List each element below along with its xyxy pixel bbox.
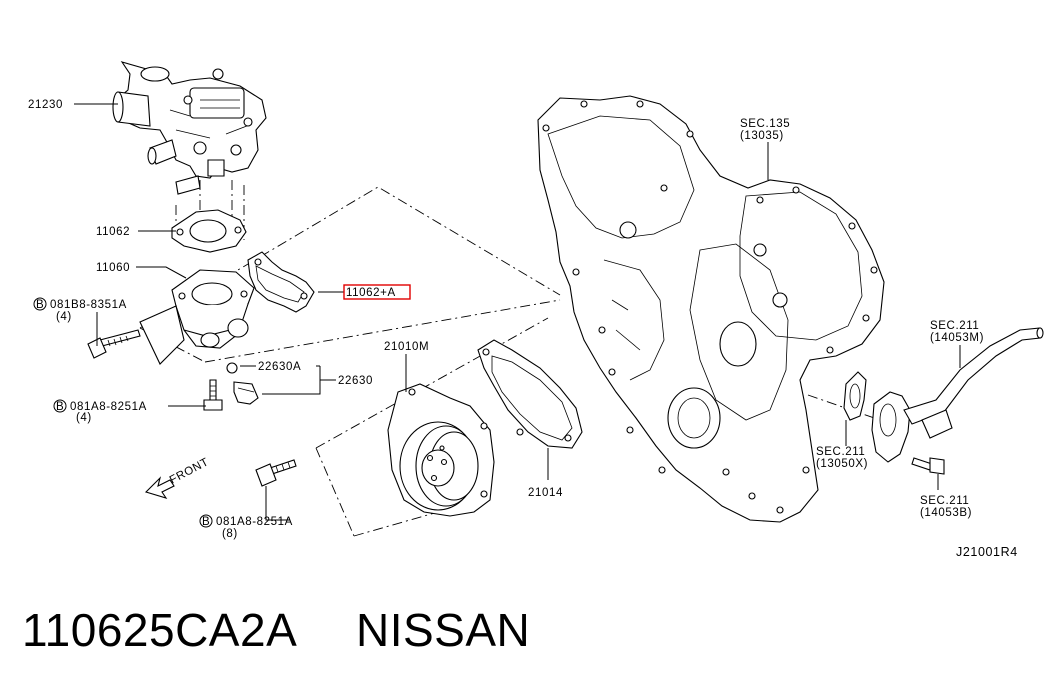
water-pump-21010m: [387, 383, 495, 517]
label-sec135-ref: (13035): [740, 130, 784, 142]
label-11062-a: 11062+A: [346, 287, 396, 299]
label-sec211-pipe: SEC.211: [930, 320, 979, 332]
label-sec211-bolt-ref: (14053B): [920, 507, 972, 519]
label-bolt-081b8-8351a: 081B8-8351A: [50, 299, 127, 311]
leader-lines: [74, 103, 961, 521]
bolt-circle-1: B: [36, 299, 44, 311]
gasket-11062: [171, 209, 247, 253]
water-outlet-11060: [139, 269, 255, 365]
caption: 110625CA2A NISSAN: [22, 604, 530, 656]
water-pipe-14053m: [871, 327, 1044, 463]
caption-brand: NISSAN: [356, 604, 530, 656]
bolt-081a8-8251a-lower: [255, 459, 297, 487]
label-sec211-pipe-ref: (14053M): [930, 332, 984, 344]
part-labels: 21230 11062 11060 B 081B8-8351A (4) 2263…: [28, 99, 1018, 559]
label-22630: 22630: [338, 375, 373, 387]
gasket-11062-a: [247, 251, 315, 313]
bolt-circle-2: B: [56, 401, 64, 413]
diagram-ref-code: J21001R4: [956, 545, 1018, 559]
gasket-21014: [477, 339, 583, 449]
label-22630a: 22630A: [258, 361, 301, 373]
bolt-circle-3: B: [202, 516, 210, 528]
gasket-13050x: [843, 371, 867, 421]
label-bolt-081b8-qty: (4): [56, 311, 72, 323]
label-21230: 21230: [28, 99, 63, 111]
label-11060: 11060: [96, 262, 130, 274]
label-bolt-081a8-lower-qty: (8): [222, 528, 238, 540]
front-arrow-icon: FRONT: [144, 456, 211, 499]
timing-cover-sec135: [537, 95, 885, 523]
label-sec211-gasket: SEC.211: [816, 446, 865, 458]
label-21014: 21014: [528, 487, 563, 499]
label-11062: 11062: [96, 226, 130, 238]
caption-part-number: 110625CA2A: [22, 604, 297, 656]
label-21010m: 21010M: [384, 341, 429, 353]
label-bolt-081a8-upper: 081A8-8251A: [70, 401, 147, 413]
bolt-081b8-8351a: [87, 329, 141, 359]
label-bolt-081a8-upper-qty: (4): [76, 412, 92, 424]
label-sec211-gasket-ref: (13050X): [816, 458, 868, 470]
label-bolt-081a8-lower: 081A8-8251A: [216, 516, 293, 528]
projection-lines: [139, 180, 881, 537]
highlight-box: [343, 284, 411, 300]
label-sec211-bolt: SEC.211: [920, 495, 969, 507]
bolt-081a8-8251a-upper: [203, 379, 223, 411]
thermostat-housing-21230: [112, 61, 267, 195]
label-sec135: SEC.135: [740, 118, 790, 130]
front-label: FRONT: [168, 456, 211, 487]
bolt-14053b: [911, 457, 945, 475]
temp-sensor-22630: [226, 362, 259, 405]
